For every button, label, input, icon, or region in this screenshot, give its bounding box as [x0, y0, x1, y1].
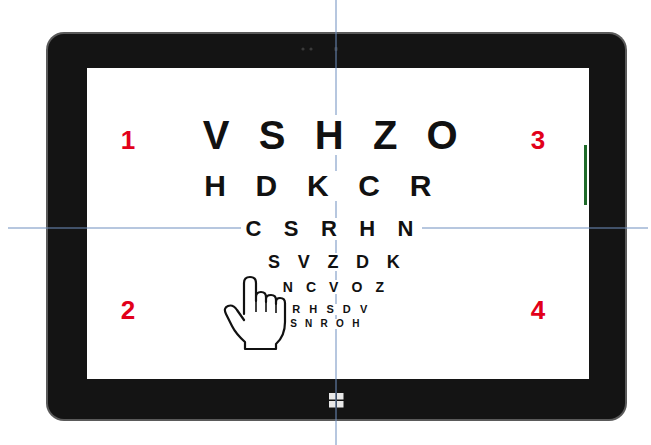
sensor-dot: [301, 47, 304, 50]
finger-crease: [275, 303, 277, 313]
eye-chart-row: S N R O H: [288, 319, 362, 329]
hand-cursor: [225, 277, 285, 349]
side-accent: [584, 145, 587, 205]
quadrant-number: 1: [121, 127, 135, 153]
eye-chart-row: N C V O Z: [279, 280, 388, 294]
quadrant-number: 4: [531, 297, 545, 323]
finger-crease: [265, 301, 267, 312]
finger-crease: [255, 300, 257, 312]
tablet-screen: [87, 68, 589, 379]
eye-chart-row: S V Z D K: [264, 253, 406, 271]
quadrant-number: 2: [121, 297, 135, 323]
quadrant-number: 3: [531, 127, 545, 153]
eye-chart-row: C S R H N: [241, 218, 422, 240]
eye-chart-row: V S H Z O: [197, 115, 467, 155]
sensor-dot: [309, 47, 312, 50]
eye-chart-row: R H S D V: [290, 304, 371, 315]
eye-chart-row: H D K C R: [198, 171, 442, 201]
